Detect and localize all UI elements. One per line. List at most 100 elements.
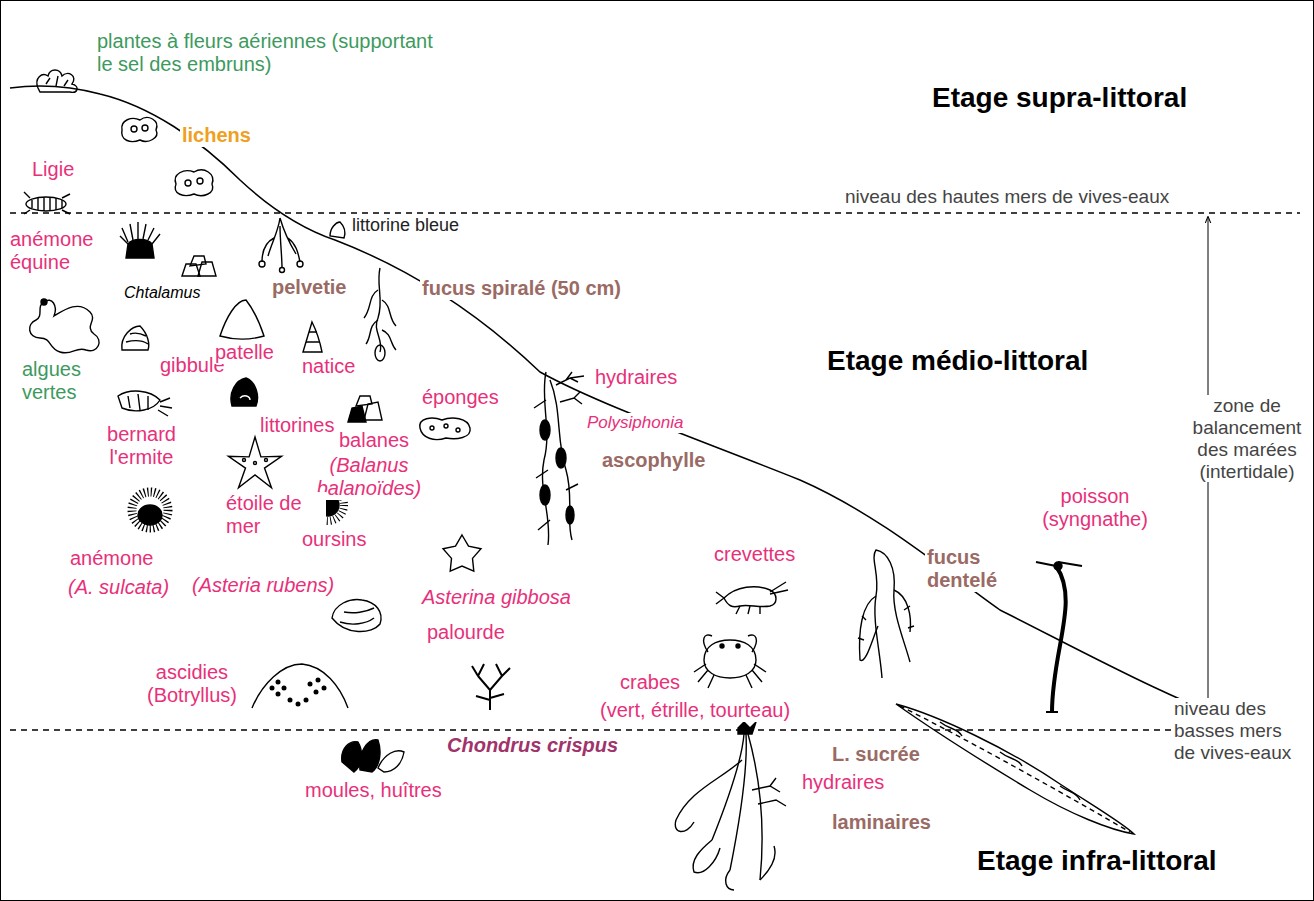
- barnacles: [356, 396, 372, 406]
- beadlet-anemone: [126, 240, 154, 259]
- star-ascidian: [252, 664, 348, 708]
- zone-note: plantes à fleurs aériennes (supportant l…: [95, 30, 444, 76]
- hermit-crab: [158, 398, 172, 416]
- shoreline: [10, 86, 1262, 732]
- common-starfish: [228, 437, 281, 488]
- serrated-wrack: [860, 596, 878, 660]
- chthamalus: [190, 256, 206, 266]
- level-label: niveau des basses mers de vives-eaux: [1172, 698, 1304, 764]
- lichen: [131, 126, 137, 132]
- crab: [704, 635, 757, 652]
- spiral-wrack: [375, 345, 385, 361]
- common-starfish: [228, 437, 281, 488]
- zone-note: zone de balancement des marées (intertid…: [1186, 395, 1308, 482]
- kelp: [675, 722, 786, 890]
- beadlet-anemone: [120, 222, 160, 244]
- star-ascidian: [252, 664, 348, 708]
- green-algae: [30, 300, 99, 353]
- snakelocks-anemone: [132, 492, 168, 528]
- spiral-wrack: [364, 290, 396, 350]
- star-ascidian: [304, 698, 309, 703]
- kelp: [726, 870, 734, 890]
- star-ascidian: [316, 678, 321, 683]
- star-ascidian: [276, 680, 281, 685]
- pelvetia-seaweed: [262, 218, 300, 268]
- ligie-isopod: [24, 192, 70, 214]
- organism-label: anémone: [68, 547, 155, 570]
- species-name: (Balanus balanoïdes): [312, 454, 426, 500]
- topshell: [126, 333, 148, 344]
- pipefish: [1054, 562, 1062, 570]
- zonation-illustration: [10, 70, 1300, 890]
- spiral-wrack: [376, 268, 381, 352]
- organism-label: ascidies (Botryllus): [135, 661, 249, 707]
- limpet: [220, 300, 264, 339]
- algae-label: laminaires: [830, 811, 933, 834]
- organism-label: Ligie: [30, 158, 76, 181]
- green-algae: [41, 299, 47, 305]
- serrated-wrack: [858, 606, 914, 640]
- ligie-isopod: [24, 192, 70, 214]
- high-tide-line: [10, 212, 1300, 214]
- necklace-shell: [303, 322, 322, 352]
- lichen: [197, 178, 203, 184]
- species-name: (A. sulcata): [66, 576, 171, 599]
- ligie-isopod: [26, 197, 66, 211]
- pelvetia-seaweed: [259, 261, 265, 267]
- periwinkles: [231, 378, 258, 406]
- organism-label: balanes: [337, 429, 411, 452]
- irish-moss: [472, 664, 510, 710]
- shrimp: [716, 582, 788, 614]
- clam: [340, 608, 374, 624]
- clam: [332, 600, 381, 632]
- crab: [736, 644, 740, 648]
- pipefish: [1052, 566, 1066, 712]
- crab: [694, 635, 766, 688]
- mussels: [342, 740, 404, 772]
- star-ascidian: [270, 686, 275, 691]
- star-ascidian: [270, 678, 327, 707]
- algae-label: fucus spiralé (50 cm): [420, 277, 623, 300]
- kelp: [752, 778, 786, 806]
- organism-label: Chtalamus: [122, 284, 202, 302]
- knotted-wrack: [540, 485, 550, 505]
- star-ascidian: [276, 692, 281, 697]
- sponge: [430, 426, 434, 430]
- knotted-wrack: [534, 372, 584, 545]
- flowering-plant: [37, 70, 77, 92]
- species-name: (Asteria rubens): [190, 574, 336, 597]
- organism-label: oursins: [300, 528, 368, 551]
- organism-label: littorines: [258, 414, 336, 437]
- periwinkles: [231, 378, 258, 406]
- organism-label: lichens: [180, 124, 253, 147]
- shrimp: [724, 587, 776, 607]
- organism-label: poisson (syngnathe): [1028, 485, 1162, 531]
- shrimp: [716, 582, 788, 614]
- knotted-wrack: [560, 392, 582, 404]
- kelp: [712, 734, 762, 880]
- kelp: [738, 722, 756, 734]
- algae-label: ascophylle: [600, 449, 707, 472]
- hermit-crab: [128, 394, 148, 410]
- organism-label: bernard l'ermite: [82, 423, 201, 469]
- mussels: [360, 740, 380, 772]
- algae-label: Chondrus crispus: [445, 734, 620, 757]
- star-ascidian: [282, 686, 287, 691]
- beadlet-anemone: [120, 222, 160, 258]
- ligie-isopod: [32, 197, 62, 211]
- common-starfish: [265, 459, 268, 462]
- knotted-wrack: [540, 420, 550, 440]
- sponge: [456, 428, 460, 432]
- organism-label: moules, huîtres: [303, 779, 444, 802]
- zone-heading: Etage infra-littoral: [975, 845, 1219, 877]
- limpet: [220, 300, 264, 339]
- blue-periwinkle: [330, 222, 345, 238]
- organism-label: hydraires: [800, 771, 886, 794]
- topshell: [122, 326, 149, 350]
- lichen: [122, 118, 157, 142]
- pipefish: [1046, 711, 1058, 713]
- kelp: [693, 840, 720, 873]
- pelvetia-seaweed: [280, 268, 285, 273]
